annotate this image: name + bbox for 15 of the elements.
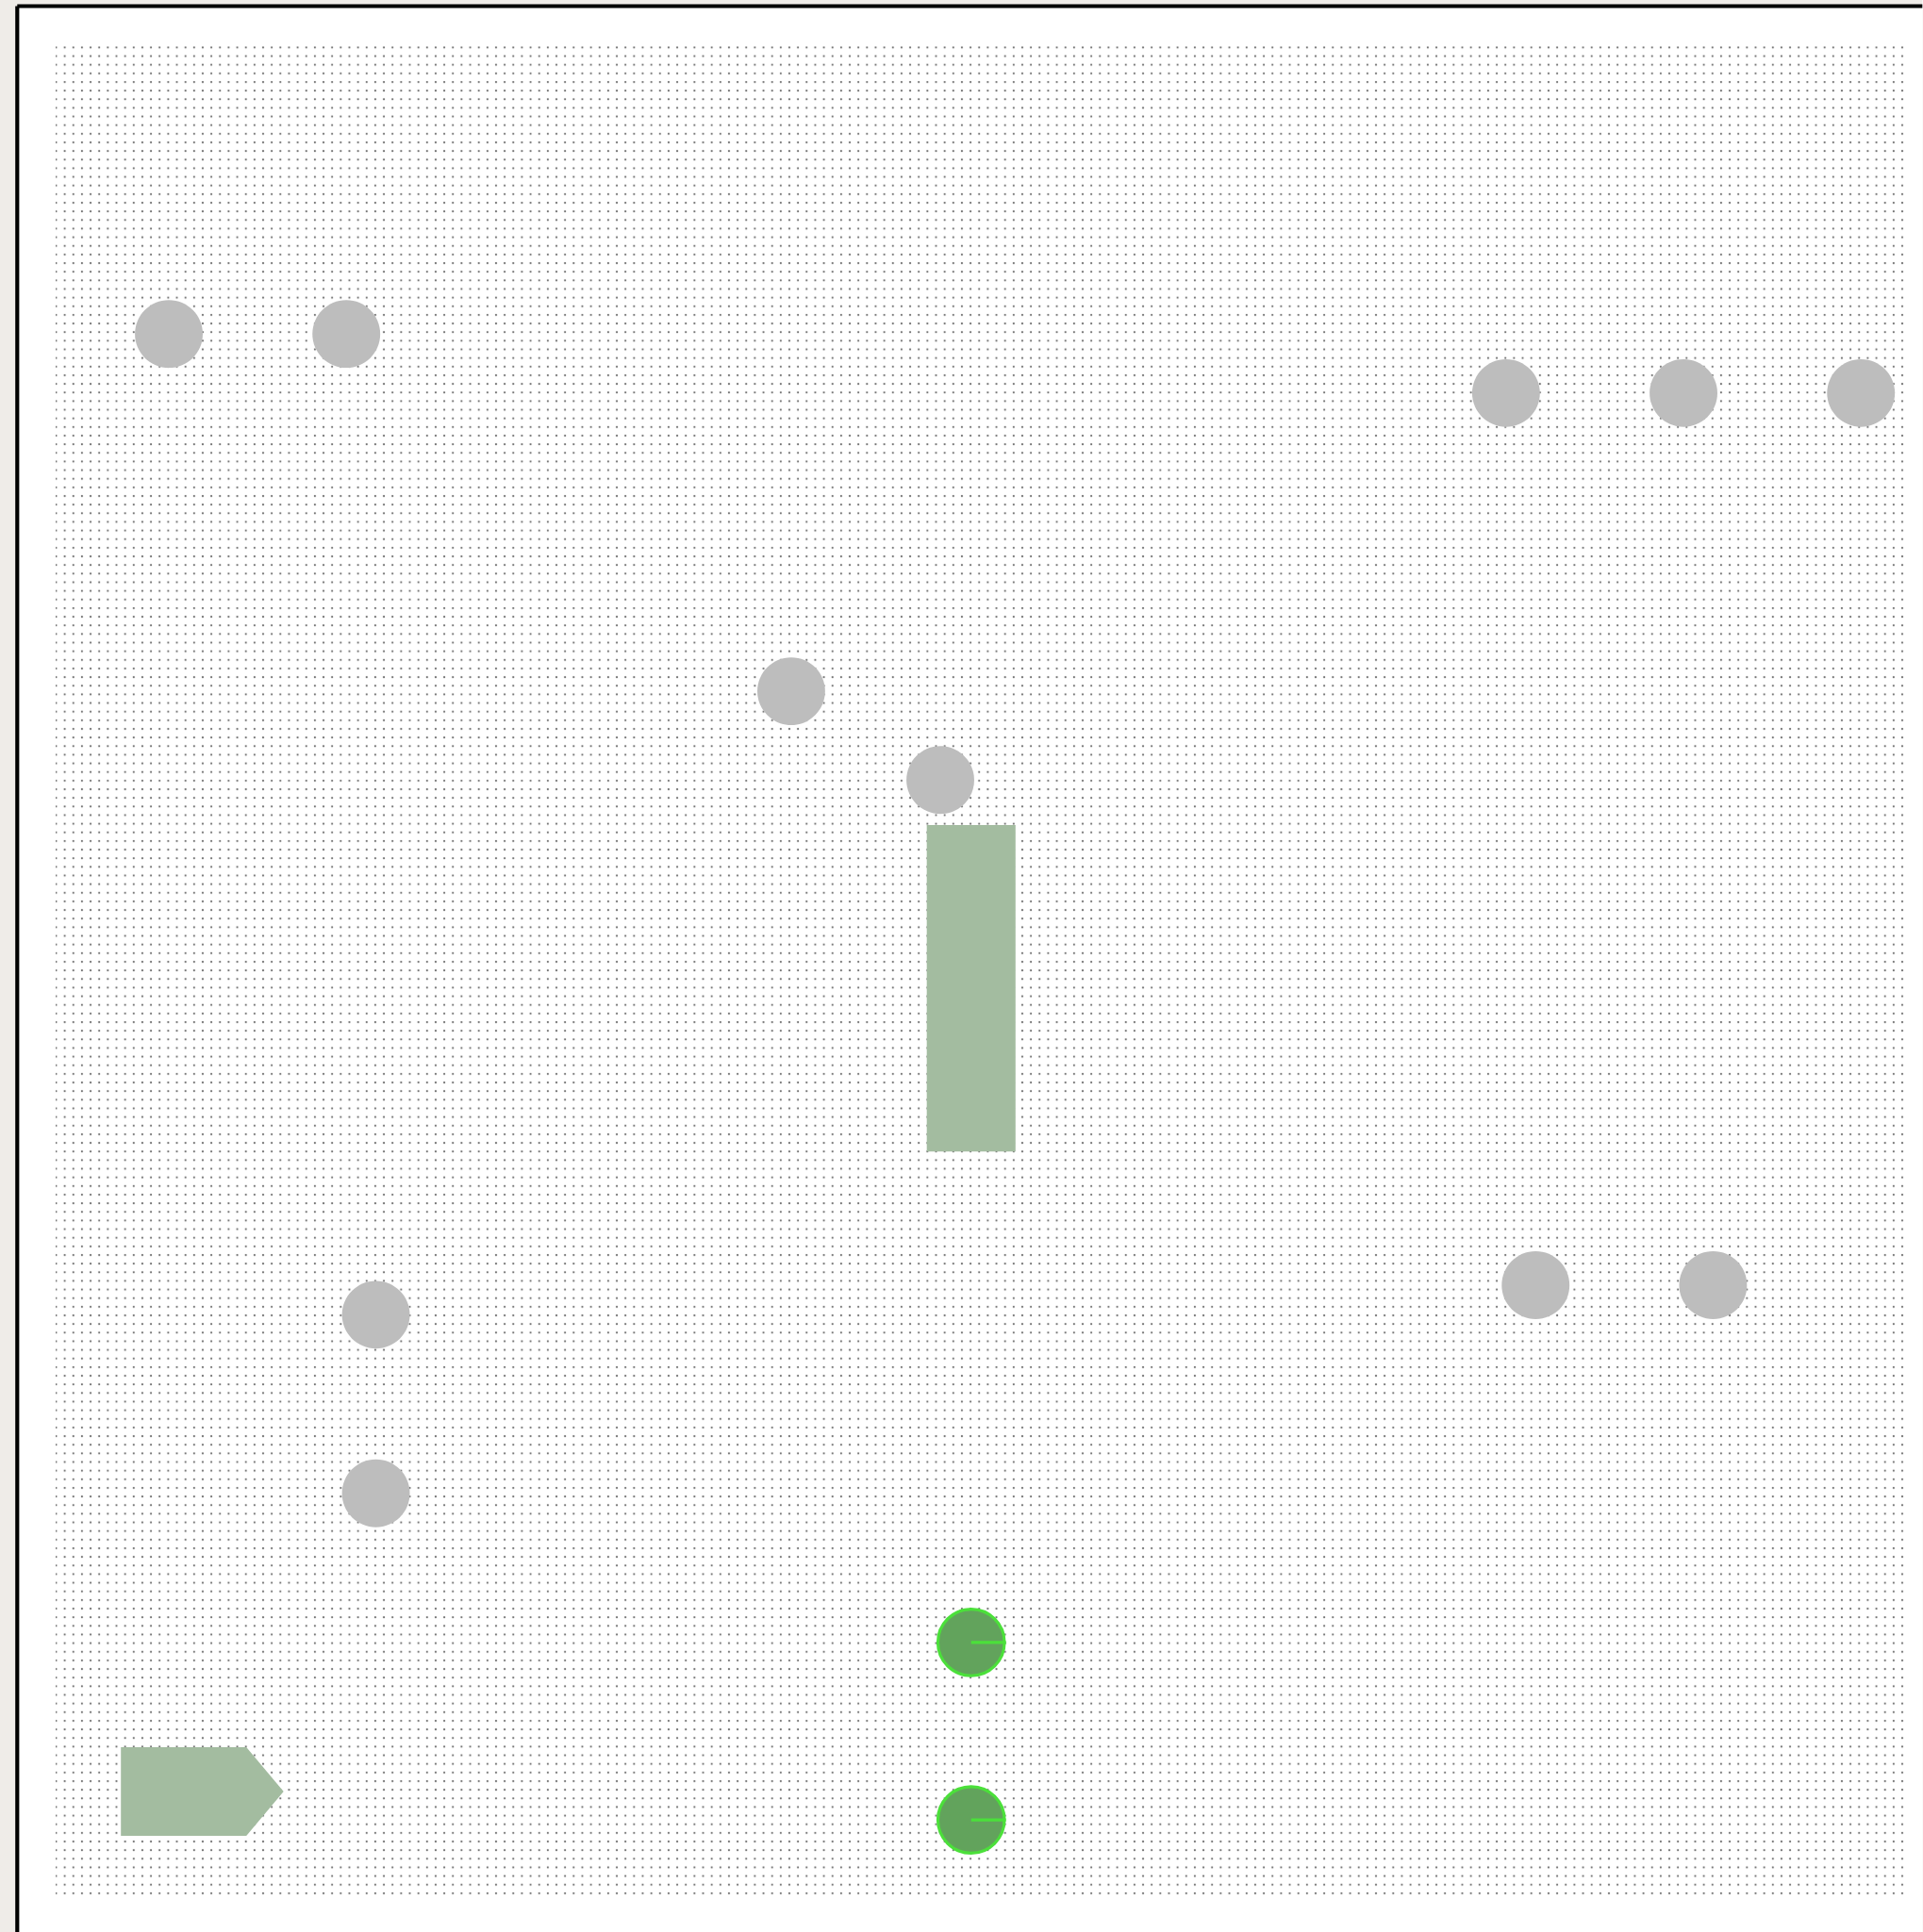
- dial-circle: [937, 1608, 1006, 1677]
- circle-marker: [1827, 358, 1896, 427]
- circle-marker: [341, 1280, 410, 1349]
- arrow-shape: [121, 1747, 284, 1837]
- circle-marker: [312, 300, 381, 369]
- dial-circle: [937, 1785, 1006, 1855]
- circle-marker: [757, 657, 826, 726]
- circle-marker: [906, 746, 975, 815]
- circle-marker: [1501, 1251, 1570, 1319]
- circle-marker: [1679, 1251, 1748, 1319]
- bar-shape: [926, 824, 1016, 1152]
- circle-marker: [1472, 358, 1541, 427]
- circle-marker: [341, 1459, 410, 1527]
- circle-marker: [1649, 358, 1718, 427]
- circle-marker: [135, 300, 204, 369]
